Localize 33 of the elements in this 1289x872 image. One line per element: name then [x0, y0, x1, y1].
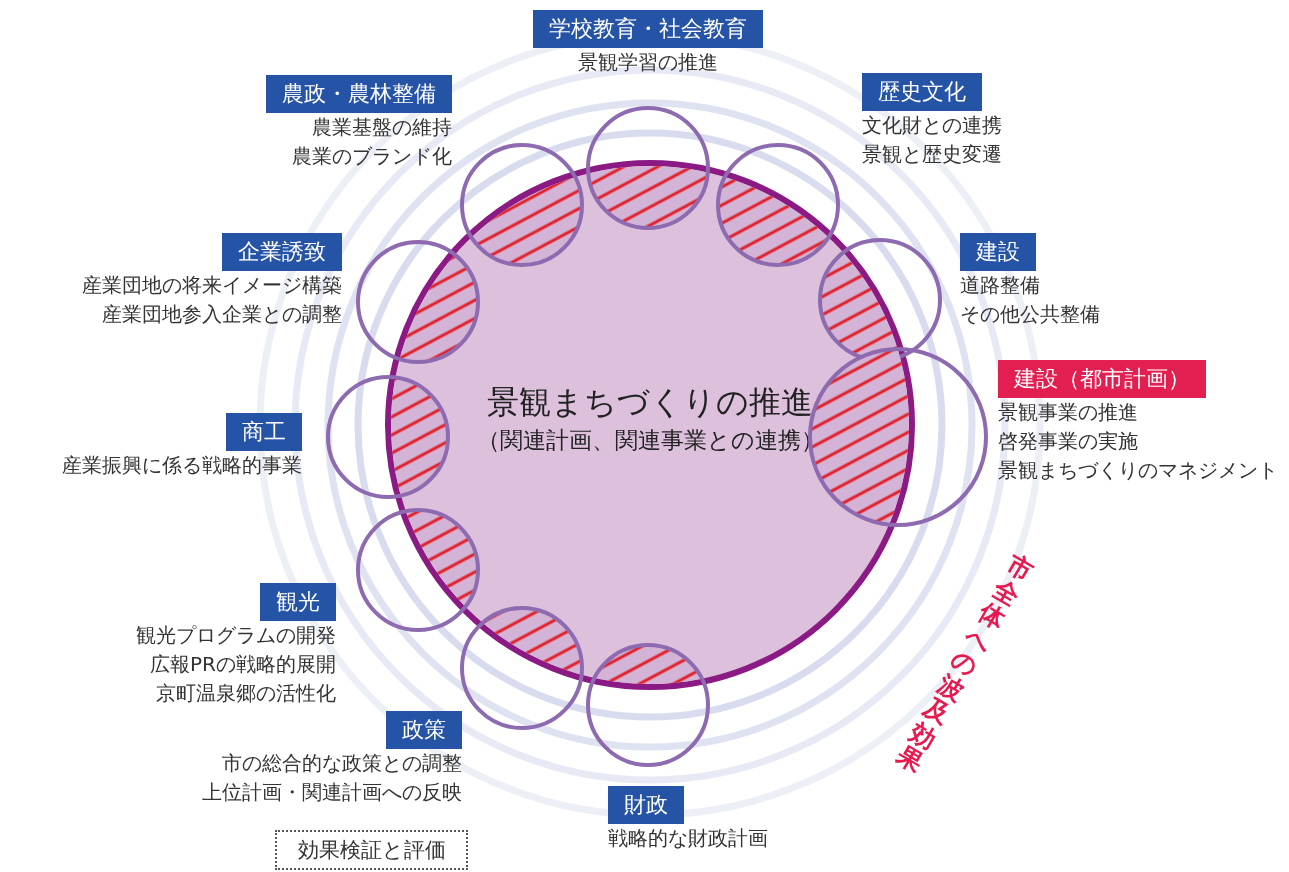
- item-text: その他公共整備: [960, 301, 1100, 328]
- category-label: 建設（都市計画）: [998, 360, 1206, 398]
- item-text: 市の総合的な政策との調整: [222, 750, 462, 777]
- item-text: 産業団地の将来イメージ構築: [82, 272, 342, 299]
- dotted-box: 効果検証と評価: [275, 830, 468, 870]
- category-label: 財政: [608, 786, 684, 824]
- item-text: 京町温泉郷の活性化: [156, 680, 336, 707]
- item-text: 道路整備: [960, 272, 1040, 299]
- item-text: 文化財との連携: [862, 112, 1002, 139]
- item-text: 啓発事業の実施: [998, 428, 1138, 455]
- item-text: 農業のブランド化: [292, 143, 452, 170]
- item-text: 農業基盤の維持: [312, 114, 452, 141]
- item-text: 上位計画・関連計画への反映: [202, 779, 462, 806]
- category-label: 企業誘致: [222, 233, 342, 271]
- item-text: 産業団地参入企業との調整: [102, 301, 342, 328]
- category-label: 建設: [960, 233, 1036, 271]
- category-label: 政策: [386, 711, 462, 749]
- item-text: 観光プログラムの開発: [136, 622, 336, 649]
- item-text: 景観と歴史変遷: [862, 141, 1002, 168]
- item-text: 戦略的な財政計画: [608, 825, 768, 852]
- category-label: 農政・農林整備: [266, 75, 452, 113]
- category-label: 観光: [260, 583, 336, 621]
- effect-caption: 市全体への波及効果: [890, 549, 1039, 778]
- item-text: 景観事業の推進: [998, 399, 1138, 426]
- center-subtitle: （関連計画、関連事業との連携）: [476, 426, 824, 455]
- item-text: 産業振興に係る戦略的事業: [62, 452, 302, 479]
- category-label: 歴史文化: [862, 73, 982, 111]
- item-text: 景観まちづくりのマネジメント: [998, 457, 1278, 484]
- center-title: 景観まちづくりの推進: [487, 382, 813, 423]
- item-text: 景観学習の推進: [578, 49, 718, 76]
- item-text: 広報PRの戦略的展開: [150, 651, 336, 678]
- category-label: 商工: [226, 413, 302, 451]
- category-label: 学校教育・社会教育: [533, 10, 763, 48]
